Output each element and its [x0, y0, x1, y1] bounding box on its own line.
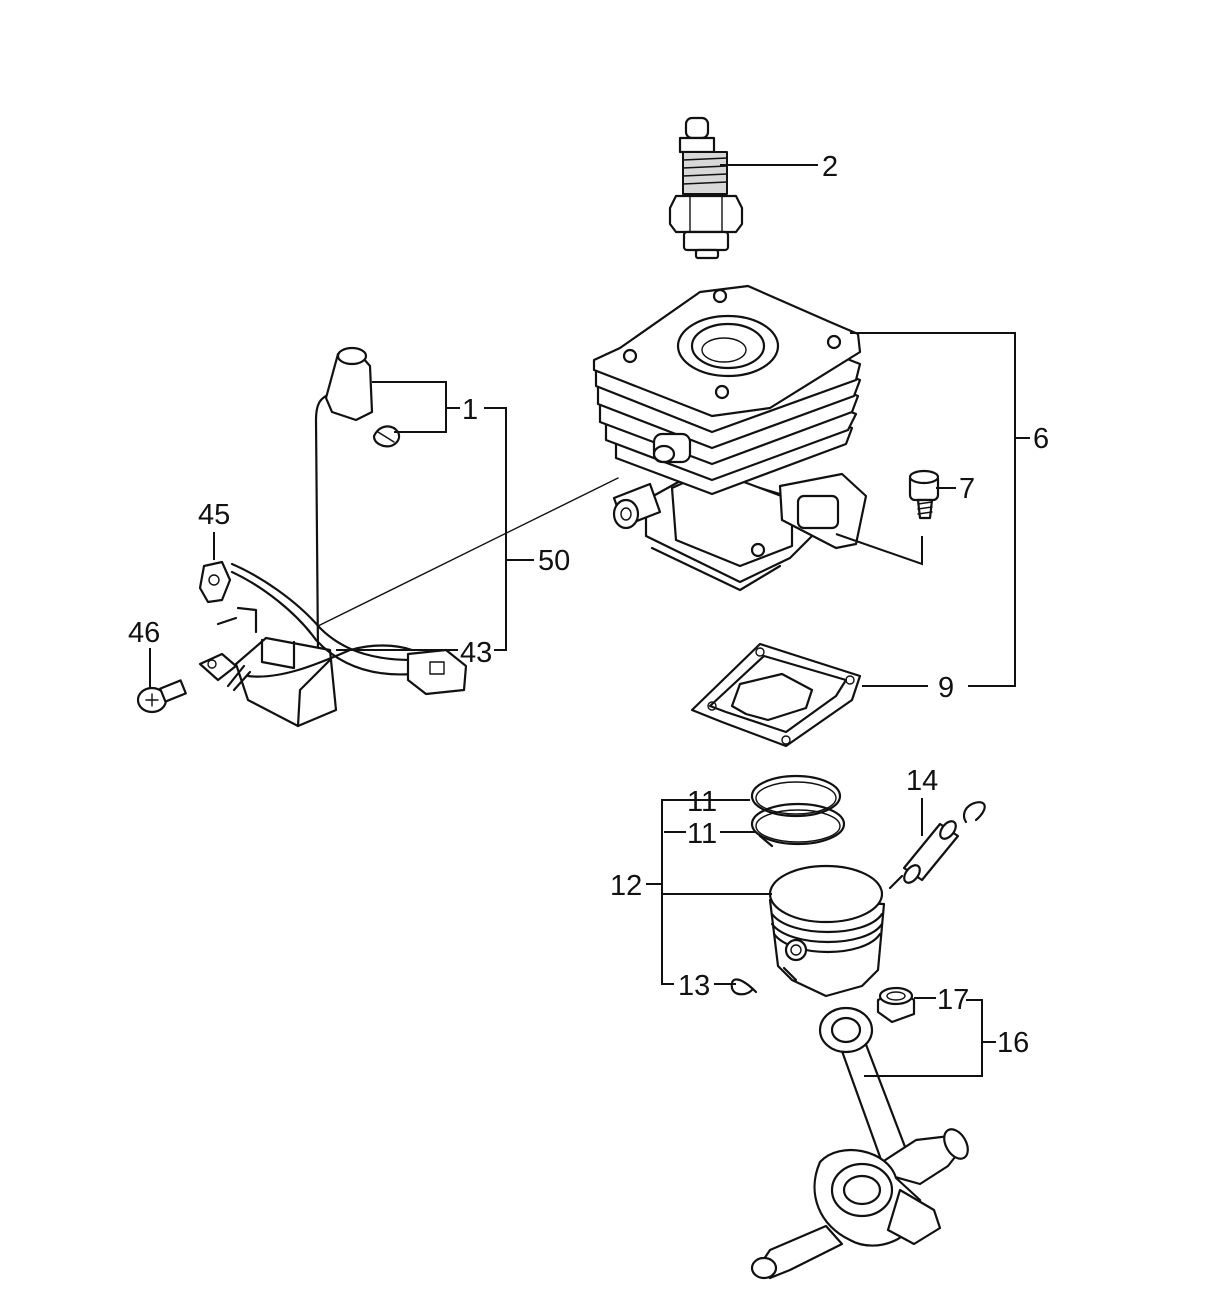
piston-rings-drawing	[750, 774, 846, 848]
part-label-9: 9	[938, 672, 954, 704]
piston-drawing	[768, 864, 886, 998]
cylinder-drawing	[592, 284, 868, 592]
part-number-labels: 2 6 7 9 1 50 43 45 46 11 11 12 13 14 17 …	[128, 151, 1049, 1059]
part-label-6: 6	[1033, 423, 1049, 455]
part-label-2: 2	[822, 151, 838, 183]
part-label-46: 46	[128, 617, 160, 649]
part-label-12: 12	[610, 870, 642, 902]
spark-plug-drawing	[668, 116, 744, 260]
crankshaft-drawing	[750, 986, 969, 1280]
part-label-16: 16	[997, 1027, 1029, 1059]
circlip-drawing	[730, 978, 758, 996]
part-label-11-upper: 11	[687, 786, 717, 818]
part-label-7: 7	[959, 473, 975, 505]
ignition-module-drawing	[136, 346, 619, 728]
callout-lines	[149, 164, 1030, 1077]
part-label-11-lower: 11	[687, 818, 717, 850]
part-label-45: 45	[198, 499, 230, 531]
part-label-43: 43	[460, 637, 492, 669]
piston-pin-drawing	[888, 801, 986, 890]
part-label-1: 1	[462, 394, 478, 426]
part-label-14: 14	[906, 765, 938, 797]
part-label-50: 50	[538, 545, 570, 577]
part-label-17: 17	[937, 984, 969, 1016]
part-label-13: 13	[678, 970, 710, 1002]
gasket-drawing	[690, 642, 862, 748]
bolt-drawing	[908, 469, 940, 520]
